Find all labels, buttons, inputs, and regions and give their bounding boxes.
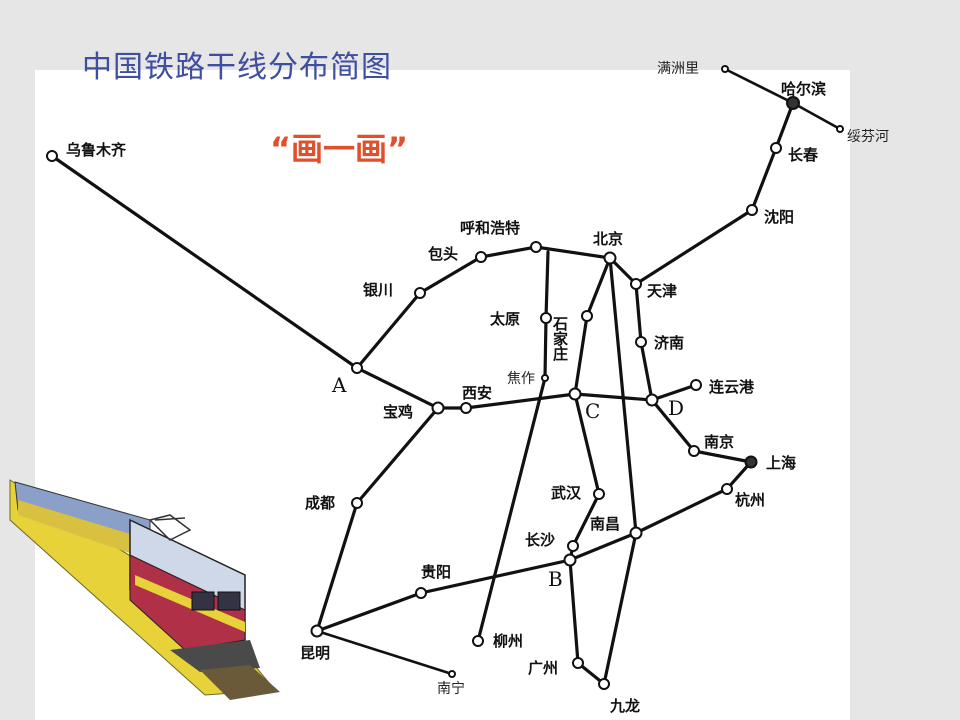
station-suifenhe — [836, 125, 844, 133]
station-wulumuqi — [46, 150, 58, 162]
label-taiyuan: 太原 — [490, 310, 520, 328]
line-nankun — [315, 629, 454, 676]
station-changchun — [770, 142, 782, 154]
label-lianyungang: 连云港 — [709, 378, 755, 396]
train-illustration — [9, 479, 280, 700]
label-jiaozuo: 焦作 — [507, 371, 535, 387]
station-yinchuan — [414, 287, 426, 299]
line-jinghu-north — [608, 101, 795, 287]
label-shijiazhuang: 石家庄 — [551, 316, 569, 362]
station-haerbin — [786, 96, 800, 110]
station-manzhouli — [721, 65, 729, 73]
station-c — [568, 387, 582, 401]
label-manzhouli: 满洲里 — [657, 61, 699, 77]
label-shenyang: 沈阳 — [764, 208, 794, 226]
label-changsha: 长沙 — [525, 531, 555, 549]
station-lianyungang — [690, 379, 702, 391]
subtitle: “画一画” — [270, 130, 409, 168]
label-liuzhou: 柳州 — [493, 632, 523, 650]
station-hangzhou — [721, 483, 733, 495]
line-longhai — [355, 366, 698, 410]
station-jiaozuo — [541, 374, 549, 382]
station-nanjing — [688, 445, 700, 457]
station-xian — [460, 402, 472, 414]
page-title: 中国铁路干线分布简图 — [82, 50, 392, 85]
station-liuzhou — [472, 635, 484, 647]
line-jingbao — [355, 245, 612, 370]
station-taiyuan — [540, 312, 552, 324]
label-changchun: 长春 — [788, 146, 818, 164]
label-jinan: 济南 — [654, 334, 684, 352]
station-huhehaote — [530, 241, 542, 253]
junction-letters: A B C D — [331, 373, 684, 591]
label-nanjing: 南京 — [704, 433, 734, 451]
station-wuhan — [593, 488, 605, 500]
junction-letter-b: B — [548, 567, 563, 591]
station-labels: 乌鲁木齐 呼和浩特 包头 银川 北京 天津 沈阳 长春 哈尔滨 满洲里 绥芬河 … — [66, 61, 889, 715]
label-huhehaote: 呼和浩特 — [460, 219, 520, 237]
label-shanghai: 上海 — [766, 454, 796, 472]
label-suifenhe: 绥芬河 — [847, 129, 889, 145]
line-huhang-zhegan — [315, 460, 753, 633]
label-tianjin: 天津 — [647, 282, 677, 300]
station-b — [563, 553, 577, 567]
station-jiulong — [598, 678, 610, 690]
label-wuhan: 武汉 — [551, 484, 582, 502]
station-guiyang — [415, 587, 427, 599]
label-kunming: 昆明 — [300, 644, 330, 662]
line-binzhou-binsui — [723, 67, 842, 131]
station-a — [351, 362, 363, 374]
station-nanchang — [629, 526, 643, 540]
label-nanchang: 南昌 — [590, 515, 620, 533]
label-baoji: 宝鸡 — [383, 403, 413, 421]
label-guiyang: 贵阳 — [421, 563, 451, 581]
label-yinchuan: 银川 — [363, 281, 393, 299]
station-tianjin — [630, 278, 642, 290]
station-baotou — [475, 251, 487, 263]
label-baotou: 包头 — [428, 245, 458, 263]
station-nanning — [448, 670, 456, 678]
line-jingjiu — [602, 256, 638, 686]
label-jiulong: 九龙 — [609, 697, 640, 715]
station-d — [645, 393, 659, 407]
stations — [46, 65, 844, 690]
label-chengdu: 成都 — [305, 494, 335, 512]
label-xian: 西安 — [462, 384, 492, 402]
label-haerbin: 哈尔滨 — [781, 80, 826, 98]
station-guangzhou — [572, 657, 584, 669]
label-guangzhou: 广州 — [528, 659, 558, 677]
line-jiaoliu — [476, 250, 550, 643]
station-chengdu — [351, 497, 363, 509]
station-jinan — [635, 336, 647, 348]
station-shanghai — [744, 455, 758, 469]
junction-letter-c: C — [585, 399, 600, 423]
label-hangzhou: 杭州 — [735, 491, 765, 509]
label-beijing: 北京 — [593, 230, 623, 248]
station-shenyang — [746, 204, 758, 216]
station-beijing — [603, 251, 617, 265]
junction-letter-a: A — [331, 373, 347, 397]
station-changsha — [567, 540, 579, 552]
junction-letter-d: D — [668, 396, 684, 420]
label-nanning: 南宁 — [437, 680, 465, 697]
line-wulumuqi-a — [50, 154, 359, 370]
station-kunming — [310, 624, 324, 638]
label-wulumuqi: 乌鲁木齐 — [66, 141, 127, 159]
station-shijiazhuang — [581, 310, 593, 322]
station-baoji — [431, 401, 445, 415]
